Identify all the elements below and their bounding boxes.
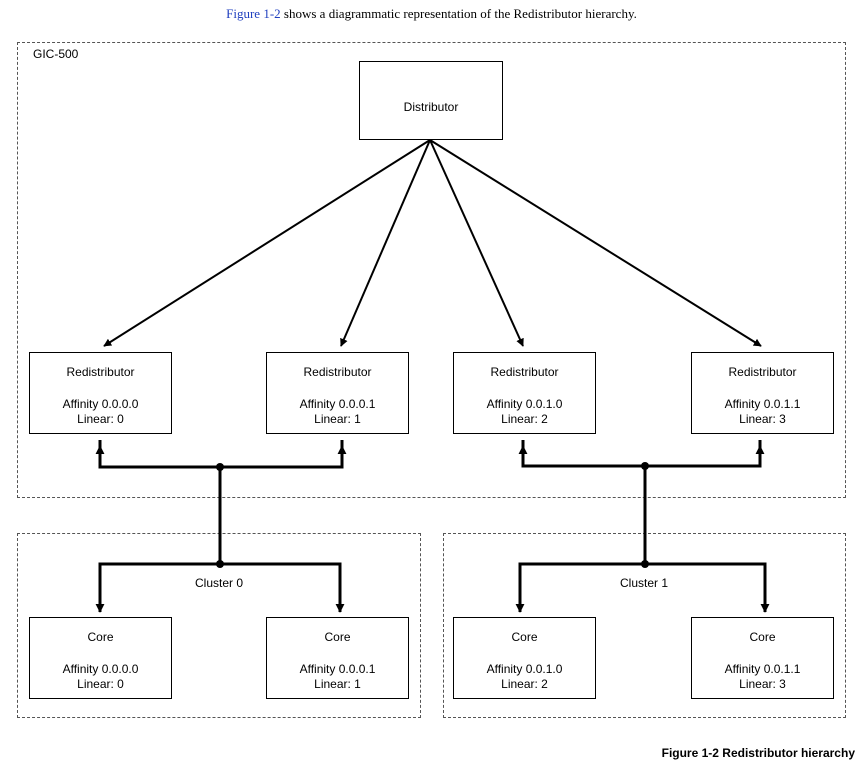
redistributor-title: Redistributor <box>490 365 559 379</box>
intro-text: Figure 1-2 shows a diagrammatic represen… <box>0 6 863 22</box>
redistributor-title: Redistributor <box>303 365 372 379</box>
distributor-label: Distributor <box>403 100 459 114</box>
intro-rest: shows a diagrammatic representation of t… <box>280 6 637 21</box>
junction-dot <box>216 463 224 471</box>
distributor-box: Distributor <box>359 61 503 140</box>
figure-link[interactable]: Figure 1-2 <box>226 6 281 21</box>
arrow-to-redistributor-3 <box>429 139 762 347</box>
figure-caption: Figure 1-2 Redistributor hierarchy <box>661 746 855 760</box>
core-title: Core <box>324 630 351 644</box>
redistributor-linear: Linear: 1 <box>314 412 361 426</box>
core-affinity: Affinity 0.0.0.0 <box>62 662 139 676</box>
junction-dot <box>216 560 224 568</box>
core-affinity: Affinity 0.0.0.1 <box>299 662 376 676</box>
core-linear: Linear: 0 <box>77 677 124 691</box>
cluster-label: Cluster 0 <box>194 576 244 590</box>
redistributor-affinity: Affinity 0.0.0.1 <box>299 397 376 411</box>
bus-redist-2-3 <box>521 440 762 468</box>
redistributor-linear: Linear: 3 <box>739 412 786 426</box>
core-title: Core <box>87 630 114 644</box>
redistributor-affinity: Affinity 0.0.1.0 <box>486 397 563 411</box>
core-linear: Linear: 1 <box>314 677 361 691</box>
core-affinity: Affinity 0.0.1.1 <box>724 662 801 676</box>
core-title: Core <box>511 630 538 644</box>
redistributor-linear: Linear: 0 <box>77 412 124 426</box>
redistributor-affinity: Affinity 0.0.1.1 <box>724 397 801 411</box>
gic-500-label: GIC-500 <box>33 47 79 61</box>
junction-dot <box>641 462 649 470</box>
redistributor-affinity: Affinity 0.0.0.0 <box>62 397 139 411</box>
core-linear: Linear: 2 <box>501 677 548 691</box>
redistributor-title: Redistributor <box>728 365 797 379</box>
gic-500-region <box>17 42 846 498</box>
arrow-to-redistributor-1 <box>340 139 431 347</box>
core-title: Core <box>749 630 776 644</box>
core-linear: Linear: 3 <box>739 677 786 691</box>
bus-redist-0-1 <box>98 440 344 469</box>
arrow-to-redistributor-2 <box>429 139 524 347</box>
redistributor-linear: Linear: 2 <box>501 412 548 426</box>
arrow-to-redistributor-0 <box>103 139 431 347</box>
cluster-label: Cluster 1 <box>619 576 669 590</box>
core-affinity: Affinity 0.0.1.0 <box>486 662 563 676</box>
redistributor-title: Redistributor <box>66 365 135 379</box>
junction-dot <box>641 560 649 568</box>
